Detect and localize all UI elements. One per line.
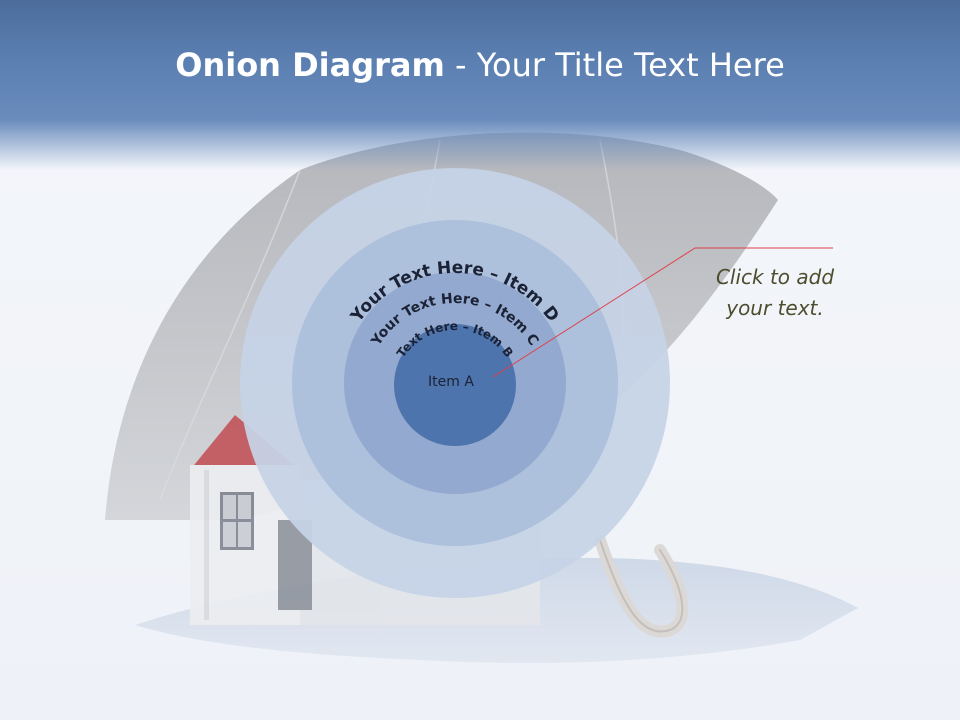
- callout-leader-line: [492, 247, 833, 378]
- title-bold-part: Onion Diagram: [175, 46, 445, 84]
- title-bar: [0, 0, 960, 170]
- page-title: Onion Diagram - Your Title Text Here: [0, 46, 960, 84]
- title-rest: - Your Title Text Here: [444, 46, 785, 84]
- callout-line-1: Click to add: [715, 265, 835, 289]
- callout-placeholder[interactable]: Click to add your text.: [690, 262, 860, 324]
- onion-layer-a[interactable]: [394, 324, 516, 446]
- callout-line-2: your text.: [726, 296, 824, 320]
- umbrella-rib: [159, 169, 301, 501]
- layer-a-label: Item A: [428, 374, 474, 390]
- onion-diagram: Your Text Here – Item D Your Text Here –…: [240, 168, 670, 598]
